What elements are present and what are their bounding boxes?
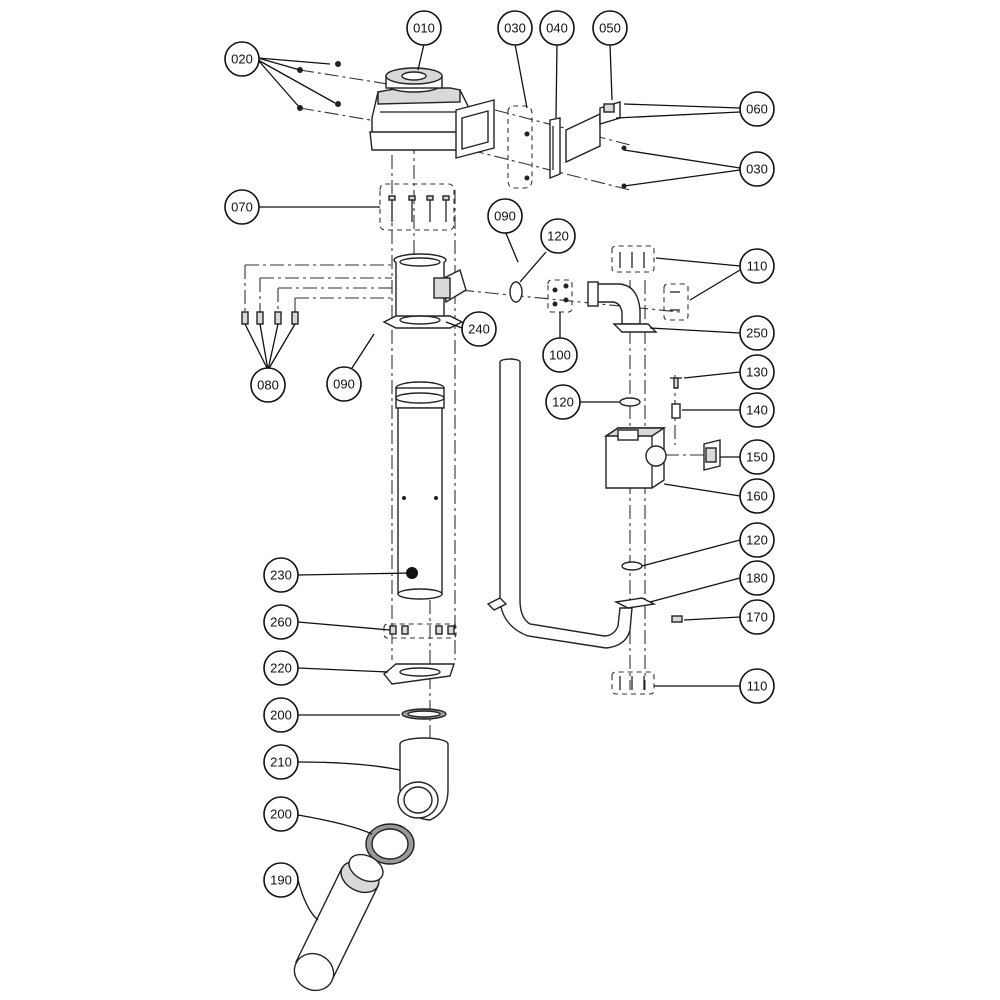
callout-050: 050 <box>592 10 628 46</box>
callout-130: 130 <box>739 354 775 390</box>
gasket-200-upper <box>401 708 447 720</box>
o-ring-120-lower <box>621 561 643 571</box>
leader-lines <box>244 43 741 921</box>
callout-070: 070 <box>224 189 260 225</box>
callout-label: 120 <box>746 533 768 548</box>
callout-label: 080 <box>257 378 279 393</box>
callout-080: 080 <box>250 367 286 403</box>
callout-240: 240 <box>461 311 497 347</box>
callout-label: 030 <box>504 21 526 36</box>
callout-label: 190 <box>270 873 292 888</box>
gasket-200-lower <box>365 823 415 865</box>
callout-160: 160 <box>739 478 775 514</box>
callout-190: 190 <box>263 862 299 898</box>
callout-030-top: 030 <box>497 10 533 46</box>
o-ring-120-upper <box>509 281 523 303</box>
callout-110-bottom: 110 <box>739 668 775 704</box>
callout-label: 030 <box>746 162 768 177</box>
callout-120-lower: 120 <box>739 522 775 558</box>
callout-label: 010 <box>413 21 435 36</box>
callout-label: 180 <box>746 571 768 586</box>
callout-label: 170 <box>746 610 768 625</box>
callout-label: 160 <box>746 489 768 504</box>
fan-blower-010 <box>369 67 495 159</box>
callout-090-top: 090 <box>487 198 523 234</box>
callout-230: 230 <box>263 557 299 593</box>
callout-label: 050 <box>599 21 621 36</box>
callout-250: 250 <box>739 315 775 351</box>
manifold-240 <box>382 253 467 329</box>
screws-260 <box>389 625 455 635</box>
screws-110-upper <box>619 252 680 311</box>
elbow-210 <box>397 737 449 821</box>
callout-040: 040 <box>539 10 575 46</box>
screws-070 <box>388 195 450 222</box>
callout-label: 140 <box>746 403 768 418</box>
callout-label: 060 <box>746 102 768 117</box>
marker-dot-230 <box>406 567 418 579</box>
callout-label: 090 <box>494 209 516 224</box>
callout-label: 120 <box>547 229 569 244</box>
group-boxes <box>379 105 689 695</box>
callout-030-right: 030 <box>739 151 775 187</box>
callout-210: 210 <box>263 744 299 780</box>
callout-100: 100 <box>542 337 578 373</box>
combustion-tube-230 <box>395 381 445 600</box>
callout-120-mid: 120 <box>545 384 581 420</box>
callout-060: 060 <box>739 91 775 127</box>
callout-label: 210 <box>270 755 292 770</box>
callout-180: 180 <box>739 560 775 596</box>
callout-220: 220 <box>263 650 299 686</box>
callout-label: 040 <box>546 21 568 36</box>
callout-020: 020 <box>224 41 260 77</box>
callout-170: 170 <box>739 599 775 635</box>
bracket-050 <box>565 101 621 164</box>
elbow-250 <box>587 281 658 333</box>
callout-010: 010 <box>406 10 442 46</box>
screws-110-lower <box>619 676 645 690</box>
callout-150: 150 <box>739 439 775 475</box>
callout-label: 100 <box>549 348 571 363</box>
sensor-130-140 <box>670 377 682 419</box>
clips-100 <box>552 283 569 307</box>
callout-label: 020 <box>231 52 253 67</box>
connector-150 <box>703 439 721 471</box>
callout-label: 120 <box>552 395 574 410</box>
callout-260: 260 <box>263 604 299 640</box>
callout-label: 130 <box>746 365 768 380</box>
flange-180 <box>613 597 657 609</box>
j-pipe <box>486 358 633 649</box>
callout-label: 110 <box>747 679 768 694</box>
callout-label: 090 <box>333 377 355 392</box>
pipe-190 <box>293 853 384 992</box>
callout-label: 200 <box>270 807 292 822</box>
callout-label: 200 <box>270 708 292 723</box>
callout-label: 230 <box>270 568 292 583</box>
callout-label: 260 <box>270 615 292 630</box>
callout-label: 240 <box>468 322 490 337</box>
callout-200-lower: 200 <box>263 796 299 832</box>
callout-140: 140 <box>739 392 775 428</box>
callout-200-upper: 200 <box>263 697 299 733</box>
callout-110-top: 110 <box>739 248 775 284</box>
o-ring-120-mid <box>619 397 641 407</box>
fitting-170 <box>671 615 683 623</box>
gasket-plate-040 <box>549 117 561 180</box>
flange-220 <box>383 663 455 685</box>
gas-valve-160 <box>603 427 667 489</box>
callout-label: 250 <box>746 326 768 341</box>
callout-label: 110 <box>747 259 768 274</box>
callout-120-top: 120 <box>540 218 576 254</box>
nozzles-080 <box>241 311 299 325</box>
callout-label: 070 <box>231 200 253 215</box>
callout-label: 150 <box>746 450 768 465</box>
callout-090-bottom: 090 <box>326 366 362 402</box>
callout-label: 220 <box>270 661 292 676</box>
